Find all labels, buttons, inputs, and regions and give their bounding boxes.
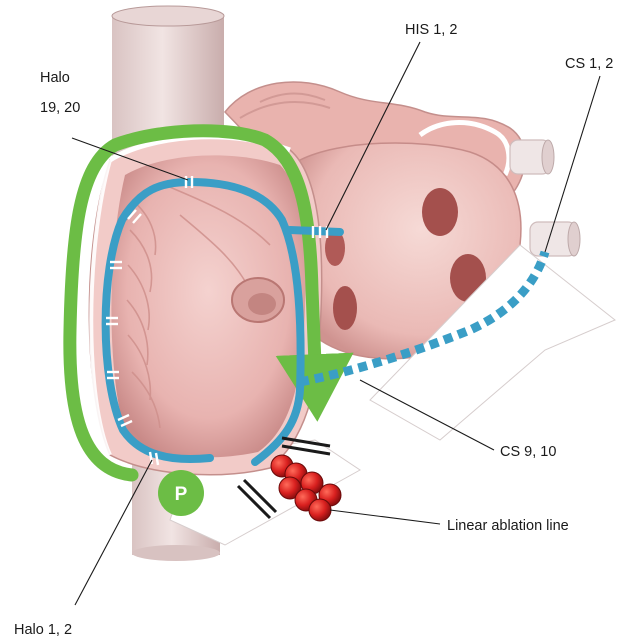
label-linear-ablation: Linear ablation line xyxy=(447,518,569,534)
label-his: HIS 1, 2 xyxy=(405,22,457,38)
pacing-marker: P xyxy=(158,470,204,516)
label-cs-1-2: CS 1, 2 xyxy=(565,56,613,72)
pacing-label: P xyxy=(175,484,188,505)
label-cs-9-10: CS 9, 10 xyxy=(500,444,556,460)
label-halo-19-20-line1: Halo xyxy=(40,70,70,86)
fossa-ovalis xyxy=(232,278,284,322)
label-halo-1-2: Halo 1, 2 xyxy=(14,622,72,638)
label-halo-19-20-line2: 19, 20 xyxy=(40,100,80,116)
